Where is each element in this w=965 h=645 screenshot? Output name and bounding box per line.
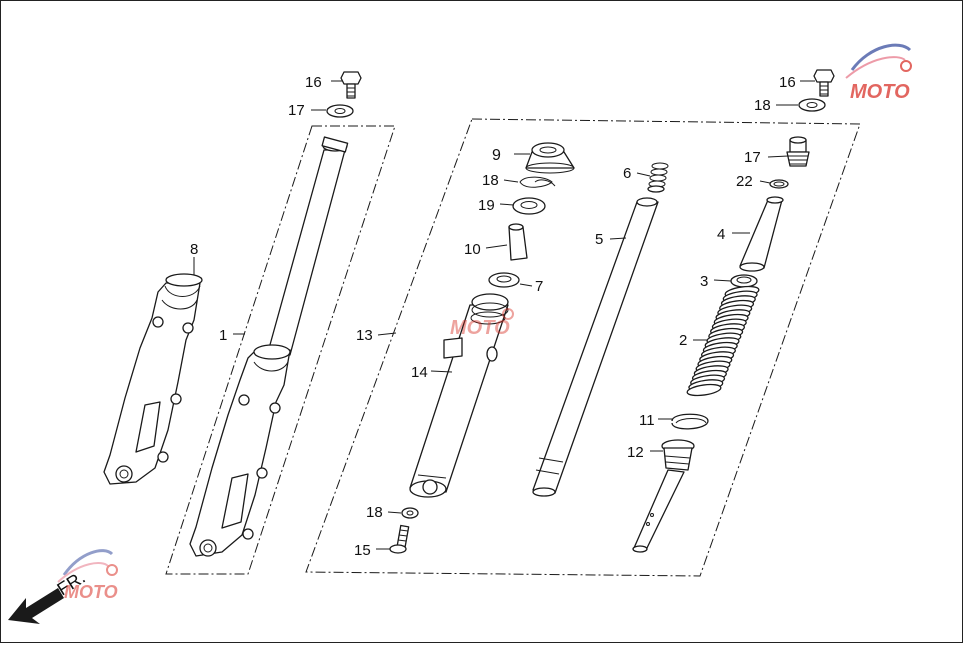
- label-part-6: 6: [623, 165, 631, 182]
- svg-text:MOTO: MOTO: [850, 81, 910, 103]
- part-numbers: 16 17 16 18 8 1 13 9 18 19 10 7 14 18 15…: [190, 74, 796, 559]
- label-part-14: 14: [411, 364, 428, 381]
- part-3-spring-seat: [730, 274, 758, 288]
- part-21-oil-seal: [512, 197, 546, 215]
- group-boundary-1: [165, 125, 396, 575]
- spring-coil: [686, 383, 722, 397]
- part-16-bolt-left: [340, 71, 362, 99]
- label-part-17: 17: [744, 149, 761, 166]
- front-arrow-icon: [8, 588, 64, 624]
- part-18-washer-left: [326, 104, 354, 118]
- label-part-7: 7: [535, 278, 543, 295]
- label-part-13: 13: [356, 327, 373, 344]
- part-1-fork-assembly: [189, 136, 349, 557]
- svg-text:MOTO: MOTO: [450, 317, 510, 339]
- label-part-21: 19: [478, 197, 495, 214]
- part-18-washer-right: [798, 98, 826, 112]
- part-5-inner-tube: [532, 197, 659, 497]
- part-12-damper-rod: [632, 439, 695, 553]
- part-4-spacer: [739, 196, 784, 272]
- group-boundary-13: [305, 118, 861, 577]
- part-15-bolt: [389, 524, 410, 554]
- part-7-washer: [488, 272, 520, 288]
- part-8-outer-leg: [103, 273, 203, 485]
- label-part-5: 5: [595, 231, 603, 248]
- label-part-18-right: 18: [754, 97, 771, 114]
- watermark-logo-top-right: MOTO: [845, 43, 912, 103]
- label-part-1: 1: [219, 327, 227, 344]
- part-6-small-spring: [647, 162, 669, 193]
- label-part-10: 10: [464, 241, 481, 258]
- watermark-logo-bottom-left: MOTO: [57, 549, 118, 602]
- part-19-washer: [401, 507, 419, 519]
- label-part-20: 18: [482, 172, 499, 189]
- label-part-22: 22: [736, 173, 753, 190]
- label-part-19: 18: [366, 504, 383, 521]
- label-part-4: 4: [717, 226, 725, 243]
- leader-lines: [193, 80, 815, 550]
- part-2-fork-spring: [686, 285, 760, 397]
- part-14-slider-tube: [409, 293, 509, 498]
- label-part-9: 9: [492, 147, 501, 164]
- label-part-18-left: 17: [288, 102, 305, 119]
- label-part-12: 12: [627, 444, 644, 461]
- label-part-15: 15: [354, 542, 371, 559]
- part-20-circlip: [519, 176, 556, 188]
- label-part-11: 11: [639, 412, 655, 429]
- part-16-bolt-right: [813, 69, 835, 97]
- watermark-logo-center: MOTO: [450, 308, 514, 339]
- part-9-dust-seal: [525, 142, 575, 174]
- label-part-3: 3: [700, 273, 708, 290]
- svg-text:MOTO: MOTO: [64, 582, 118, 602]
- label-part-8: 8: [190, 241, 198, 258]
- label-part-16-right: 16: [779, 74, 796, 91]
- part-10-bushing: [508, 223, 528, 261]
- label-part-2: 2: [679, 332, 687, 349]
- part-17-cap-bolt: [786, 136, 810, 167]
- part-22-o-ring: [769, 179, 789, 189]
- label-part-16-left: 16: [305, 74, 322, 91]
- part-11-circlip: [671, 413, 709, 430]
